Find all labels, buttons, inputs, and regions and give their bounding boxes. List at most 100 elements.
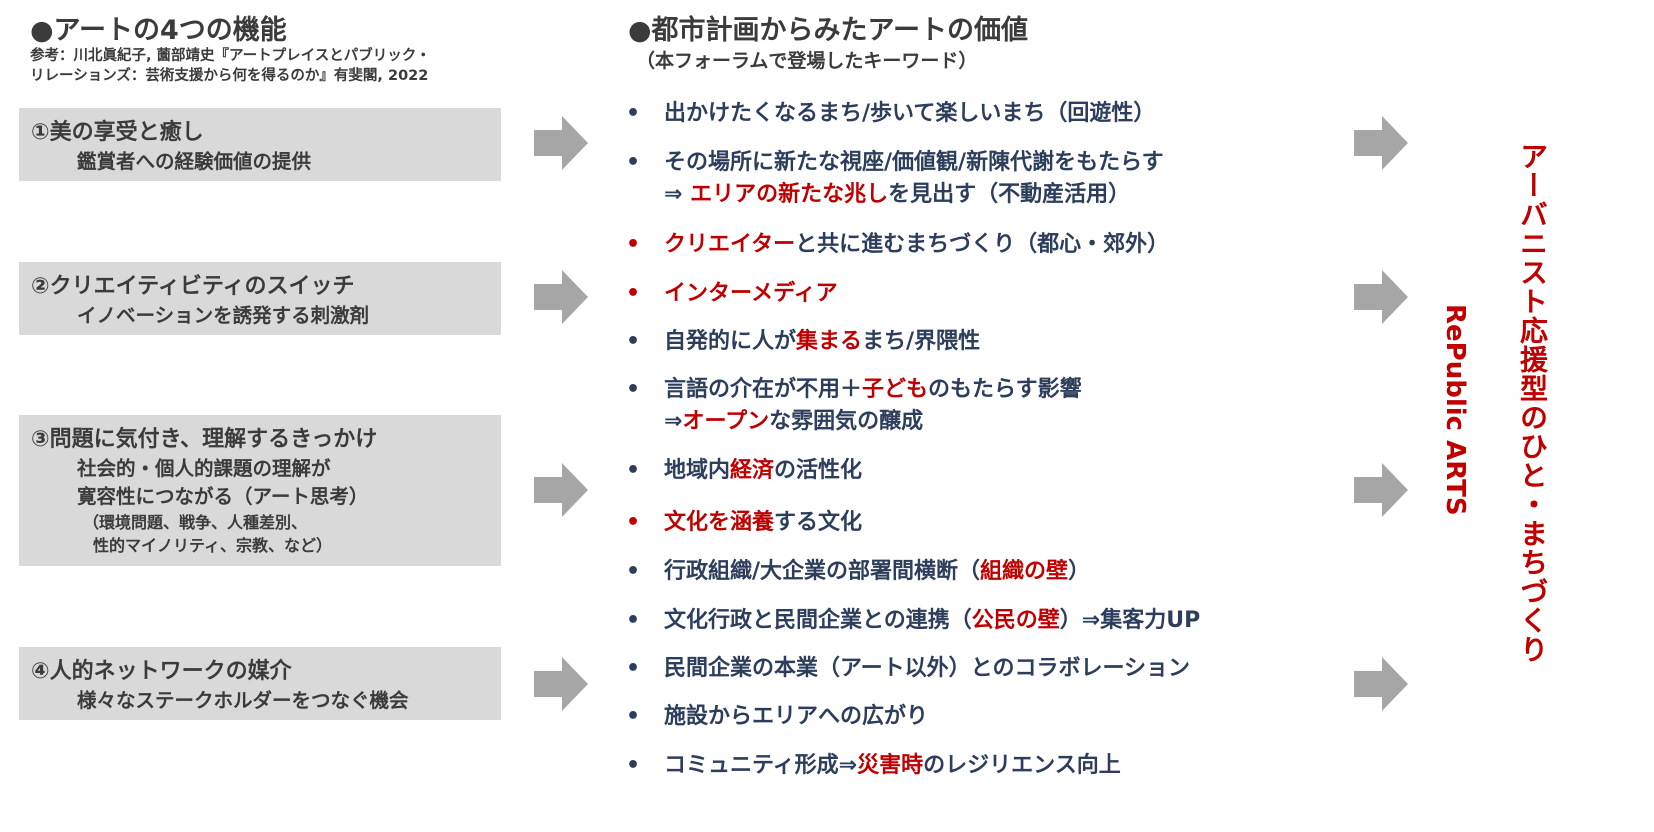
bullet-icon: • — [626, 281, 641, 306]
highlight-text: 経済 — [730, 458, 775, 483]
bullet-icon: • — [626, 329, 641, 354]
highlight-text: インターメディア — [664, 281, 838, 306]
keyword-line: • 民間企業の本業（アート以外）とのコラボレーション — [620, 653, 1190, 685]
keyword-text: ⇒ — [664, 182, 691, 207]
keyword-item: • 文化を涵養する文化 — [620, 507, 862, 539]
function-box-3: ③問題に気付き、理解するきっかけ 社会的・個人的課題の理解が 寛容性につながる（… — [19, 415, 501, 566]
function-note: （環境問題、戦争、人種差別、 — [83, 513, 308, 532]
keyword-item: • 民間企業の本業（アート以外）とのコラボレーション — [620, 653, 1190, 685]
keyword-item: • 言語の介在が不用＋子どものもたらす影響 ⇒オープンな雰囲気の醸成 — [620, 374, 1082, 438]
keyword-line: ⇒ エリアの新たな兆しを見出す（不動産活用） — [620, 179, 1164, 211]
bullet-icon: • — [626, 101, 641, 126]
keyword-text: その場所に新たな視座/価値観/新陳代謝をもたらす — [664, 150, 1164, 175]
function-note: 性的マイノリティ、宗教、など） — [93, 536, 333, 555]
function-box-1: ①美の享受と癒し 鑑賞者への経験価値の提供 — [19, 108, 501, 181]
function-heading: ②クリエイティビティのスイッチ — [31, 274, 355, 299]
right-arrow-icon — [534, 116, 588, 170]
keyword-line: •地域内経済の活性化 — [620, 455, 862, 487]
keyword-line: • 文化行政と民間企業との連携（公民の壁）⇒集客力UP — [620, 605, 1200, 637]
keyword-item: • 文化行政と民間企業との連携（公民の壁）⇒集客力UP — [620, 605, 1200, 637]
right-arrow-icon — [1354, 116, 1408, 170]
right-arrow-icon — [534, 657, 588, 711]
keyword-text: まち/界隈性 — [862, 329, 981, 354]
function-heading: ①美の享受と癒し — [31, 120, 204, 145]
keyword-text: する文化 — [774, 510, 863, 535]
middle-section-title: ●都市計画からみたアートの価値 — [628, 15, 1028, 46]
middle-section-subtitle: （本フォーラムで登場したキーワード） — [636, 50, 978, 72]
keyword-text: 施設からエリアへの広がり — [664, 704, 929, 729]
vertical-main-label: アーバニスト応援型のひと・まちづくり — [1516, 142, 1549, 664]
highlight-text: 公民の壁 — [971, 608, 1060, 633]
bullet-icon: • — [626, 753, 641, 778]
keyword-line: • 文化を涵養する文化 — [620, 507, 862, 539]
keyword-text: ）⇒集客力UP — [1059, 608, 1201, 633]
keyword-text: 民間企業の本業（アート以外）とのコラボレーション — [664, 656, 1191, 681]
keyword-line: • 自発的に人が集まるまち/界隈性 — [620, 326, 980, 358]
reference-line-2: リレーションズ：芸術支援から何を得るのか』有斐閣, 2022 — [30, 68, 429, 84]
highlight-text: 文化を涵養 — [664, 510, 775, 535]
keyword-item: • 施設からエリアへの広がり — [620, 701, 928, 733]
keyword-item: • 行政組織/大企業の部署間横断（組織の壁） — [620, 556, 1090, 588]
keyword-text: 地域内 — [664, 458, 731, 483]
keyword-item: • 自発的に人が集まるまち/界隈性 — [620, 326, 980, 358]
highlight-text: 組織の壁 — [980, 559, 1069, 584]
right-arrow-icon — [534, 270, 588, 324]
left-section-title: ●アートの4つの機能 — [30, 15, 287, 46]
keyword-text: を見出す（不動産活用） — [888, 182, 1131, 207]
keyword-item: •地域内経済の活性化 — [620, 455, 862, 487]
bullet-icon: • — [626, 232, 641, 257]
function-box-2: ②クリエイティビティのスイッチ イノベーションを誘発する刺激剤 — [19, 262, 501, 335]
function-heading: ③問題に気付き、理解するきっかけ — [31, 427, 378, 452]
keyword-text: 出かけたくなるまち/歩いて楽しいまち（回遊性） — [664, 101, 1156, 126]
bullet-icon: • — [626, 656, 641, 681]
right-arrow-icon — [1354, 270, 1408, 324]
highlight-text: クリエイター — [664, 232, 796, 257]
bullet-icon: • — [626, 704, 641, 729]
keyword-text: 自発的に人が — [664, 329, 797, 354]
bullet-icon: • — [626, 510, 641, 535]
keyword-item: • 出かけたくなるまち/歩いて楽しいまち（回遊性） — [620, 98, 1155, 130]
keyword-text: ⇒ — [664, 409, 683, 434]
highlight-text: 子ども — [862, 377, 929, 402]
keyword-line: • 出かけたくなるまち/歩いて楽しいまち（回遊性） — [620, 98, 1155, 130]
vertical-sub-label: RePublic ARTS — [1440, 304, 1470, 516]
function-description: 社会的・個人的課題の理解が — [77, 457, 331, 480]
keyword-text: 行政組織/大企業の部署間横断（ — [664, 559, 981, 584]
reference-line-1: 参考：川北眞紀子, 薗部靖史『アートプレイスとパブリック・ — [30, 48, 431, 64]
right-arrow-icon — [1354, 657, 1408, 711]
keyword-line: •コミュニティ形成⇒災害時のレジリエンス向上 — [620, 750, 1121, 782]
function-description: イノベーションを誘発する刺激剤 — [77, 304, 370, 327]
keyword-text: ） — [1068, 559, 1091, 584]
function-description: 寛容性につながる（アート思考） — [77, 485, 369, 508]
keyword-item: • その場所に新たな視座/価値観/新陳代謝をもたらす ⇒ エリアの新たな兆しを見出す… — [620, 147, 1164, 211]
keyword-text: 文化行政と民間企業との連携（ — [664, 608, 972, 633]
keyword-line: • インターメディア — [620, 278, 838, 310]
bullet-icon: • — [626, 150, 641, 175]
function-description: 様々なステークホルダーをつなぐ機会 — [77, 689, 409, 712]
keyword-text: のレジリエンス向上 — [923, 753, 1121, 778]
keyword-text: のもたらす影響 — [928, 377, 1082, 402]
highlight-text: 集まる — [796, 329, 863, 354]
keyword-line: • 行政組織/大企業の部署間横断（組織の壁） — [620, 556, 1090, 588]
keyword-line: • その場所に新たな視座/価値観/新陳代謝をもたらす — [620, 147, 1164, 179]
keyword-line: • 言語の介在が不用＋子どものもたらす影響 — [620, 374, 1082, 406]
keyword-text: と共に進むまちづくり（都心・郊外） — [795, 232, 1170, 257]
keyword-line: • クリエイターと共に進むまちづくり（都心・郊外） — [620, 229, 1169, 261]
function-description: 鑑賞者への経験価値の提供 — [77, 150, 312, 173]
keyword-text: 言語の介在が不用＋ — [664, 377, 863, 402]
bullet-icon: • — [626, 458, 641, 483]
reference-citation: 参考：川北眞紀子, 薗部靖史『アートプレイスとパブリック・ リレーションズ：芸術… — [30, 46, 430, 86]
keyword-text: コミュニティ形成⇒ — [664, 753, 858, 778]
keyword-line: • 施設からエリアへの広がり — [620, 701, 928, 733]
bullet-icon: • — [626, 377, 641, 402]
keyword-line: ⇒オープンな雰囲気の醸成 — [620, 406, 1082, 438]
highlight-text: オープン — [682, 409, 770, 434]
bullet-icon: • — [626, 559, 641, 584]
right-arrow-icon — [534, 463, 588, 517]
keyword-item: • インターメディア — [620, 278, 838, 310]
function-heading: ④人的ネットワークの媒介 — [31, 659, 292, 684]
keyword-item: • クリエイターと共に進むまちづくり（都心・郊外） — [620, 229, 1169, 261]
bullet-icon: • — [626, 608, 641, 633]
keyword-item: •コミュニティ形成⇒災害時のレジリエンス向上 — [620, 750, 1121, 782]
right-arrow-icon — [1354, 463, 1408, 517]
